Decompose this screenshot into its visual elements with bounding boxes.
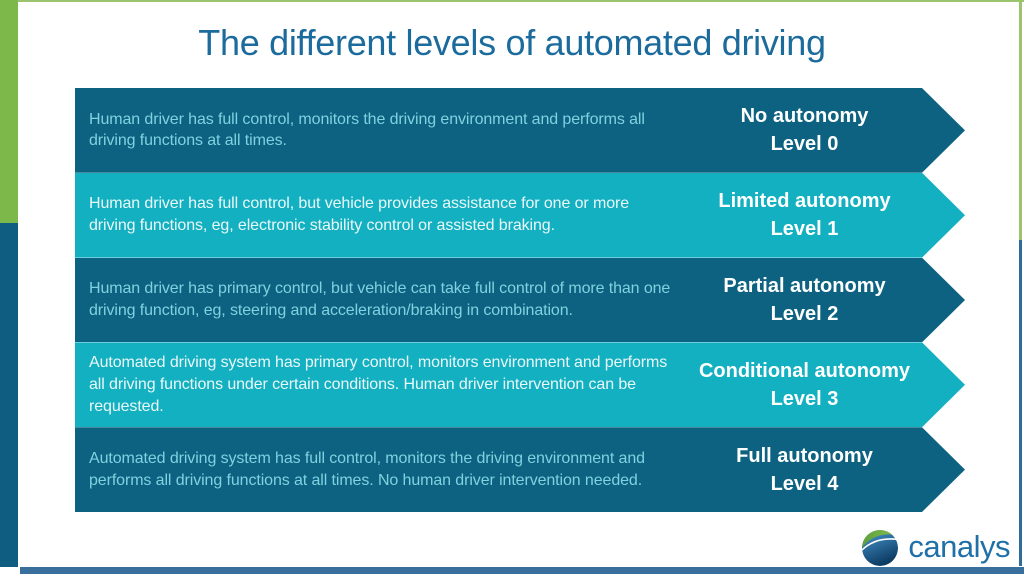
level-3-description: Automated driving system has primary con… <box>89 354 668 415</box>
level-1-number: Level 1 <box>770 218 839 241</box>
level-0-number: Level 0 <box>770 133 839 156</box>
level-row-0: Human driver has full control, monitors … <box>75 88 965 173</box>
level-0-label: No autonomy Level 0 <box>671 102 922 158</box>
bottom-accent-bar <box>20 567 1024 574</box>
level-4-number: Level 4 <box>770 472 839 495</box>
right-accent-line-blue <box>1019 240 1022 566</box>
level-4-autonomy-name: Full autonomy <box>736 444 873 467</box>
level-2-autonomy-name: Partial autonomy <box>723 274 886 297</box>
level-2-label: Partial autonomy Level 2 <box>671 272 922 328</box>
canalys-logo: canalys <box>861 529 1010 567</box>
level-4-label: Full autonomy Level 4 <box>671 442 922 498</box>
level-row-3: Automated driving system has primary con… <box>75 342 965 428</box>
left-accent-bar-green <box>0 0 18 223</box>
globe-icon <box>862 529 899 567</box>
level-1-description: Human driver has full control, but vehic… <box>89 195 630 235</box>
level-3-number: Level 3 <box>770 387 839 410</box>
slide-top-border <box>0 0 1024 2</box>
level-0-description: Human driver has full control, monitors … <box>89 110 645 150</box>
slide-title: The different levels of automated drivin… <box>198 22 826 63</box>
autonomy-levels-list: Human driver has full control, monitors … <box>75 88 965 512</box>
level-3-autonomy-name: Conditional autonomy <box>698 359 911 382</box>
level-1-label: Limited autonomy Level 1 <box>671 187 922 243</box>
level-2-description: Human driver has primary control, but ve… <box>89 280 671 319</box>
level-0-autonomy-name: No autonomy <box>740 105 869 128</box>
level-4-description: Automated driving system has full contro… <box>89 449 645 489</box>
level-2-number: Level 2 <box>770 302 839 325</box>
logo-wordmark: canalys <box>908 528 1010 564</box>
level-row-2: Human driver has primary control, but ve… <box>75 257 965 343</box>
left-accent-bar-blue <box>0 223 18 567</box>
level-1-autonomy-name: Limited autonomy <box>718 190 891 213</box>
level-3-label: Conditional autonomy Level 3 <box>671 357 922 413</box>
right-accent-line-green <box>1019 2 1022 240</box>
level-row-4: Automated driving system has full contro… <box>75 427 965 512</box>
level-row-1: Human driver has full control, but vehic… <box>75 172 965 258</box>
